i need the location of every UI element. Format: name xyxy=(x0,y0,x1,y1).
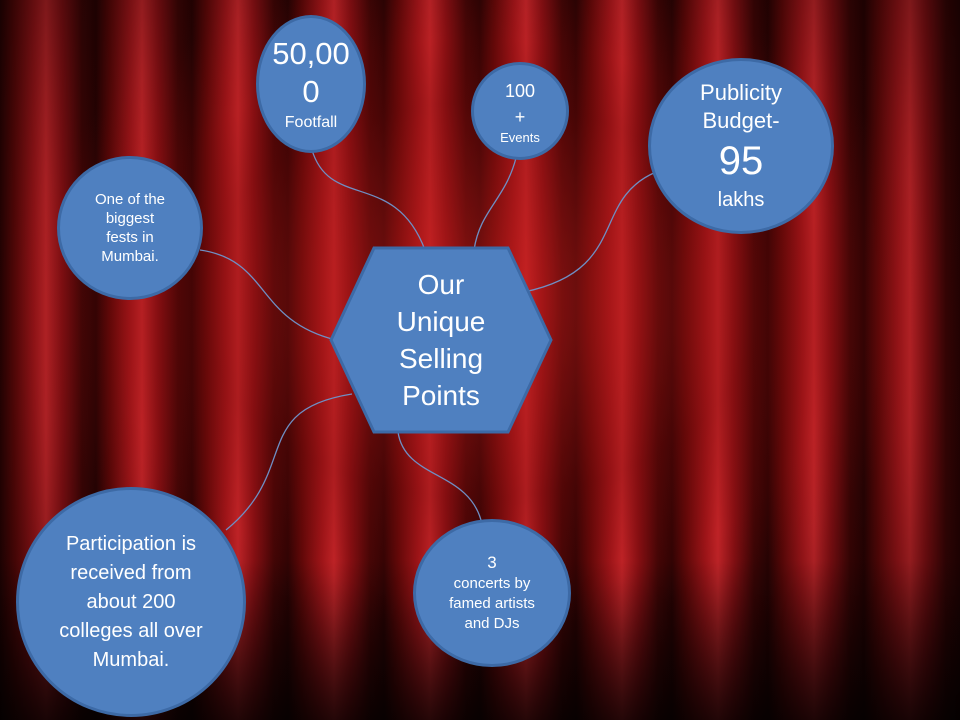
hexagon-shape xyxy=(329,246,553,434)
publicity-label: lakhs xyxy=(717,189,765,211)
concerts-value: 3 xyxy=(487,553,497,572)
concerts-node: 3 concerts by famed artists and DJs xyxy=(413,519,571,667)
biggest-fest-text: One of the biggest fests in Mumbai. xyxy=(94,191,166,265)
publicity-node: Publicity Budget- 95 lakhs xyxy=(648,58,834,234)
connector-footfall xyxy=(311,149,426,251)
publicity-value: 95 xyxy=(718,139,764,183)
biggest-fest-node: One of the biggest fests in Mumbai. xyxy=(57,156,203,300)
events-node: 100 + Events xyxy=(471,62,569,160)
concerts-label: concerts by famed artists and DJs xyxy=(449,575,535,632)
publicity-line2: Budget- xyxy=(702,108,780,133)
events-value: 100 + xyxy=(504,80,536,127)
footfall-node: 50,000 Footfall xyxy=(256,15,366,153)
publicity-line1: Publicity xyxy=(700,80,782,105)
events-label: Events xyxy=(500,129,540,145)
connector-biggest xyxy=(199,249,337,341)
participation-text: Participation is received from about 200… xyxy=(59,532,203,671)
center-hexagon: Our Unique Selling Points xyxy=(328,246,554,434)
connector-publicity xyxy=(523,171,657,293)
footfall-value: 50,000 xyxy=(272,36,350,109)
center-title: Our Unique Selling Points xyxy=(396,269,486,411)
participation-node: Participation is received from about 200… xyxy=(16,487,246,717)
footfall-label: Footfall xyxy=(284,114,338,131)
connector-concerts xyxy=(397,431,483,525)
connector-participation xyxy=(225,393,353,531)
connector-events xyxy=(473,157,517,251)
